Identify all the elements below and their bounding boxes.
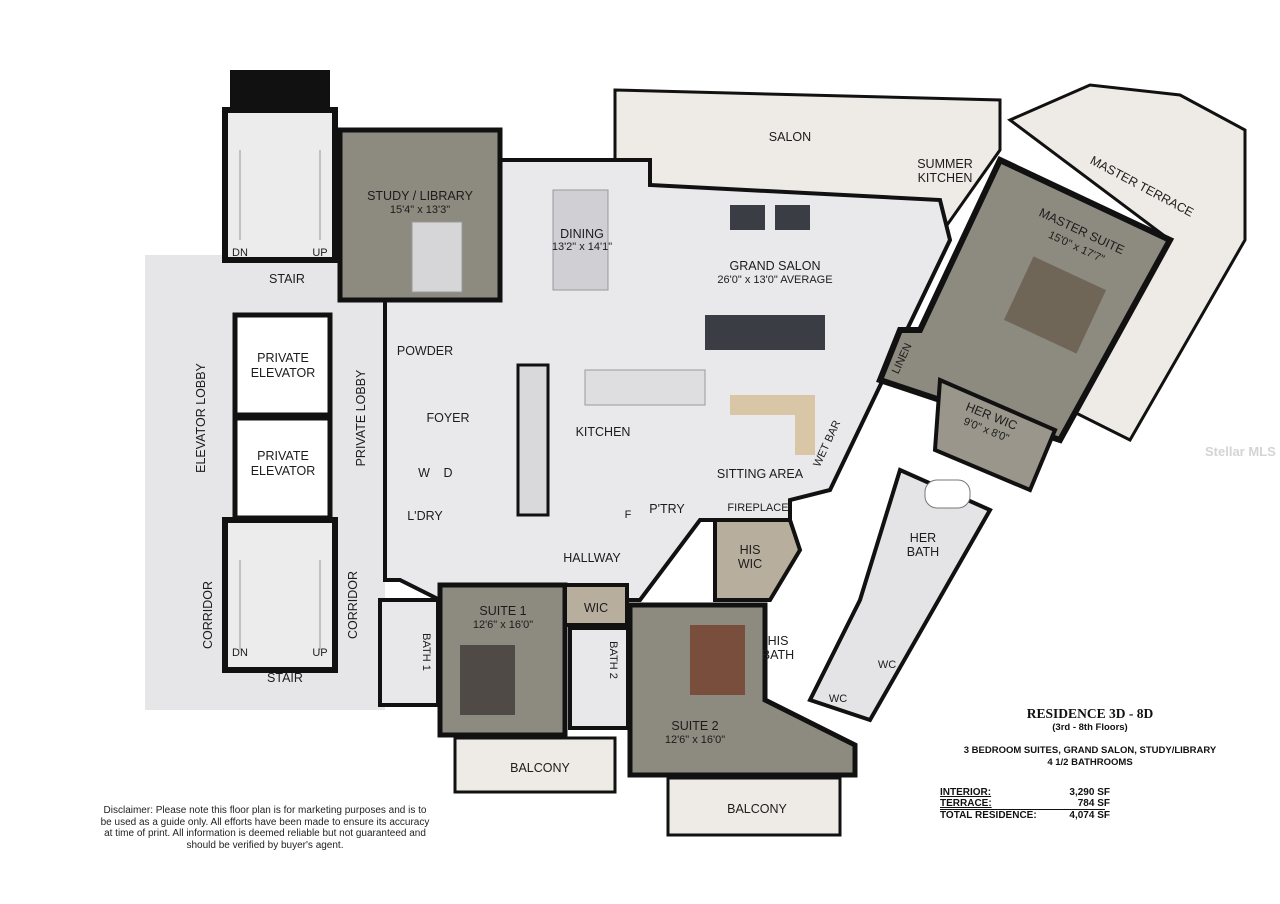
label-grand-salon: GRAND SALON <box>730 259 821 273</box>
dim-suite-2: 12'6" x 16'0" <box>665 734 725 746</box>
stair-shaft-top <box>230 70 330 110</box>
dim-grand-salon: 26'0" x 13'0" AVERAGE <box>717 274 832 286</box>
label-kitchen: KITCHEN <box>576 425 631 439</box>
label-his-bath: HIS <box>768 634 789 648</box>
label-foyer: FOYER <box>426 411 469 425</box>
sectional-sofa <box>730 395 815 455</box>
terrace-value: 784 SF <box>1077 798 1110 809</box>
label-private-elevator-1b: ELEVATOR <box>251 366 316 380</box>
label-private-lobby: PRIVATE LOBBY <box>354 369 368 466</box>
dining-table <box>552 189 609 291</box>
label-dining: DINING <box>560 227 604 241</box>
interior-label: INTERIOR: <box>940 787 992 798</box>
kitchen-counter <box>516 363 550 517</box>
terrace-label: TERRACE: <box>940 798 992 809</box>
label-summer-kitchen-2: KITCHEN <box>918 171 973 185</box>
total-divider <box>940 809 1105 810</box>
interior-value: 3,290 SF <box>1069 787 1110 798</box>
label-corridor-right: CORRIDOR <box>346 571 360 639</box>
her-bath-floor <box>807 467 993 723</box>
stair-top <box>222 107 338 263</box>
label-private-elevator-2b: ELEVATOR <box>251 464 316 478</box>
dim-dining: 13'2" x 14'1" <box>552 241 612 253</box>
total-label: TOTAL RESIDENCE: <box>940 810 1037 821</box>
label-summer-kitchen: SUMMER <box>917 157 973 171</box>
her-wic-floor <box>932 377 1058 493</box>
label-pantry: P'TRY <box>649 502 685 516</box>
residence-title: RESIDENCE 3D - 8D <box>1026 706 1154 721</box>
sofa <box>705 315 825 350</box>
dim-suite-1: 12'6" x 16'0" <box>473 619 533 631</box>
residence-floors: (3rd - 8th Floors) <box>1052 722 1128 733</box>
label-stair-top: STAIR <box>269 272 305 286</box>
label-bath-1: BATH 1 <box>420 633 432 671</box>
label-dn-bottom: DN <box>232 647 248 659</box>
label-balcony-1: BALCONY <box>510 761 570 775</box>
total-value: 4,074 SF <box>1069 810 1110 821</box>
label-sitting-area: SITTING AREA <box>717 467 804 481</box>
label-private-elevator-2: PRIVATE <box>257 449 309 463</box>
balcony-2 <box>666 776 842 837</box>
label-balcony-2: BALCONY <box>727 802 787 816</box>
label-her-bath-2: BATH <box>907 545 939 559</box>
label-powder: POWDER <box>397 344 453 358</box>
label-dn-top: DN <box>232 247 248 259</box>
armchair-left <box>730 205 765 230</box>
label-private-elevator-1: PRIVATE <box>257 351 309 365</box>
bed-suite-1 <box>460 645 515 715</box>
label-suite-1: SUITE 1 <box>479 604 526 618</box>
label-up-bottom: UP <box>312 647 327 659</box>
description-line-1: 3 BEDROOM SUITES, GRAND SALON, STUDY/LIB… <box>963 745 1217 756</box>
label-up-top: UP <box>312 247 327 259</box>
armchair-right <box>775 205 810 230</box>
label-laundry: L'DRY <box>407 509 443 523</box>
watermark: Stellar MLS <box>1205 444 1276 459</box>
label-fridge: F <box>625 509 632 521</box>
residence-description: 3 BEDROOM SUITES, GRAND SALON, STUDY/LIB… <box>930 745 1250 769</box>
label-study: STUDY / LIBRARY <box>367 189 473 203</box>
label-his-wic: HIS <box>740 543 761 557</box>
label-bath-2: BATH 2 <box>607 641 619 679</box>
area-table: INTERIOR: 3,290 SF TERRACE: 784 SF TOTAL R… <box>940 787 1110 821</box>
label-suite-2: SUITE 2 <box>671 719 718 733</box>
label-fireplace: FIREPLACE <box>727 502 788 514</box>
his-wic-floor <box>713 518 803 602</box>
private-elevator-bottom <box>232 415 333 521</box>
private-elevator-top <box>232 312 333 418</box>
bathtub <box>924 479 971 509</box>
bed-suite-2 <box>690 625 745 695</box>
label-wc-2: WC <box>829 693 847 705</box>
description-line-2: 4 1/2 BATHROOMS <box>1047 757 1133 768</box>
dim-study: 15'4" x 13'3" <box>390 204 450 216</box>
label-wic: WIC <box>584 601 608 615</box>
bath-1-floor <box>378 598 440 707</box>
label-elevator-lobby: ELEVATOR LOBBY <box>194 362 208 472</box>
wic-floor <box>563 583 629 627</box>
label-his-wic-2: WIC <box>738 557 762 571</box>
label-salon: SALON <box>769 130 811 144</box>
kitchen-island <box>584 369 706 406</box>
residence-info: RESIDENCE 3D - 8D (3rd - 8th Floors) 3 B… <box>930 706 1250 821</box>
label-corridor-left: CORRIDOR <box>201 581 215 649</box>
label-wc-1: WC <box>878 659 896 671</box>
label-dryer: D <box>443 466 452 480</box>
label-washer: W <box>418 466 430 480</box>
label-hallway: HALLWAY <box>563 551 621 565</box>
label-her-bath: HER <box>910 531 936 545</box>
disclaimer: Disclaimer: Please note this floor plan … <box>100 805 430 851</box>
label-his-bath-2: BATH <box>762 648 794 662</box>
bath-2-floor <box>568 626 630 730</box>
label-stair-bottom: STAIR <box>267 671 303 685</box>
bed-master <box>1003 256 1107 354</box>
study-table <box>411 221 463 293</box>
balcony-1 <box>453 736 617 794</box>
